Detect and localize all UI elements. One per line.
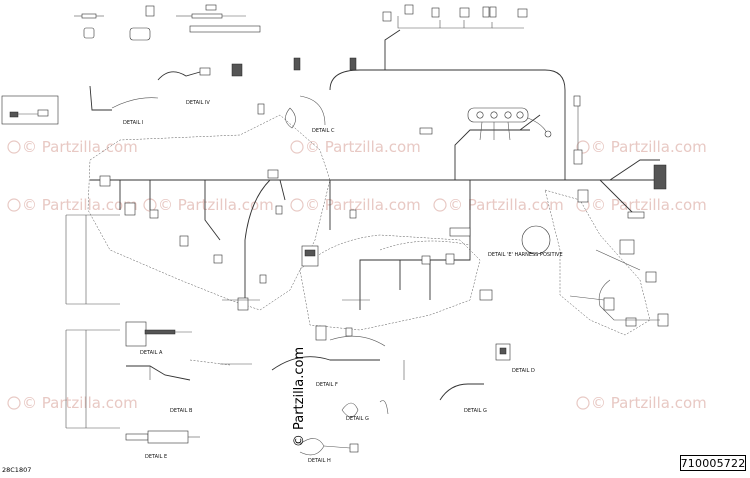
watermark-mid-right: © Partzilla.com [433,196,564,214]
relay-block [419,107,552,141]
watermark-layer: © Partzilla.com © Partzilla.com © Partzi… [7,138,707,412]
detail-c-area: DETAIL C [285,95,335,134]
watermark-text: © Partzilla.com [22,394,138,412]
watermark-text: © Partzilla.com [591,394,707,412]
detail-i: DETAIL I [1,85,159,126]
watermark-left-top: © Partzilla.com [7,196,138,214]
watermark-text: © Partzilla.com [22,138,138,156]
drawing-reference: 28C1807 [2,466,32,474]
detail-a-label: DETAIL A [140,350,163,356]
leader-lines [220,295,605,380]
watermark-text: © Partzilla.com [591,196,707,214]
detail-harness-label: DETAIL 'E' HARNESS POSITIVE [488,252,563,258]
watermark-left-bottom: © Partzilla.com [7,394,138,412]
top-left-legend [74,4,261,41]
detail-e: DETAIL E [125,430,200,460]
detail-i-label: DETAIL I [123,120,143,126]
detail-g: DETAIL G [341,400,389,422]
detail-iv-label: DETAIL IV [186,100,210,106]
watermark-upper-mid: © Partzilla.com [290,138,421,156]
detail-g-label: DETAIL G [346,416,369,422]
watermark-right-bottom: © Partzilla.com [576,394,707,412]
detail-d: DETAIL D DETAIL G [439,343,535,414]
detail-h-label: DETAIL H [308,458,331,464]
detail-iv: DETAIL IV [157,57,357,115]
watermark-mid: © Partzilla.com [290,196,421,214]
detail-g2-label: DETAIL G [464,408,487,414]
detail-d-label: DETAIL D [512,368,535,374]
connector-table [65,214,120,429]
detail-a: DETAIL A [125,321,192,356]
watermark-text: © Partzilla.com [448,196,564,214]
watermark-mid-left: © Partzilla.com [143,196,274,214]
part-number-box: 710005722 [680,455,746,471]
detail-e-label: DETAIL E [145,454,167,460]
detail-b: DETAIL B [126,365,193,414]
watermark-upper-left: © Partzilla.com [7,138,138,156]
right-connectors: DETAIL 'E' HARNESS POSITIVE [488,95,669,327]
detail-f-label: DETAIL F [316,382,338,388]
watermark-text: © Partzilla.com [591,138,707,156]
watermark-text: © Partzilla.com [158,196,274,214]
top-connector-row [382,4,528,29]
center-watermark: © Partzilla.com [292,346,307,448]
watermark-right-top: © Partzilla.com [576,196,707,214]
center-connectors [99,169,551,341]
main-harness [90,29,660,310]
watermark-text: © Partzilla.com [22,196,138,214]
detail-f: DETAIL F [271,335,386,388]
detail-b-label: DETAIL B [170,408,193,414]
watermark-text: © Partzilla.com [305,138,421,156]
detail-h: DETAIL H [299,438,359,464]
watermark-upper-right: © Partzilla.com [576,138,707,156]
detail-c-label: DETAIL C [312,128,335,134]
watermark-text: © Partzilla.com [305,196,421,214]
